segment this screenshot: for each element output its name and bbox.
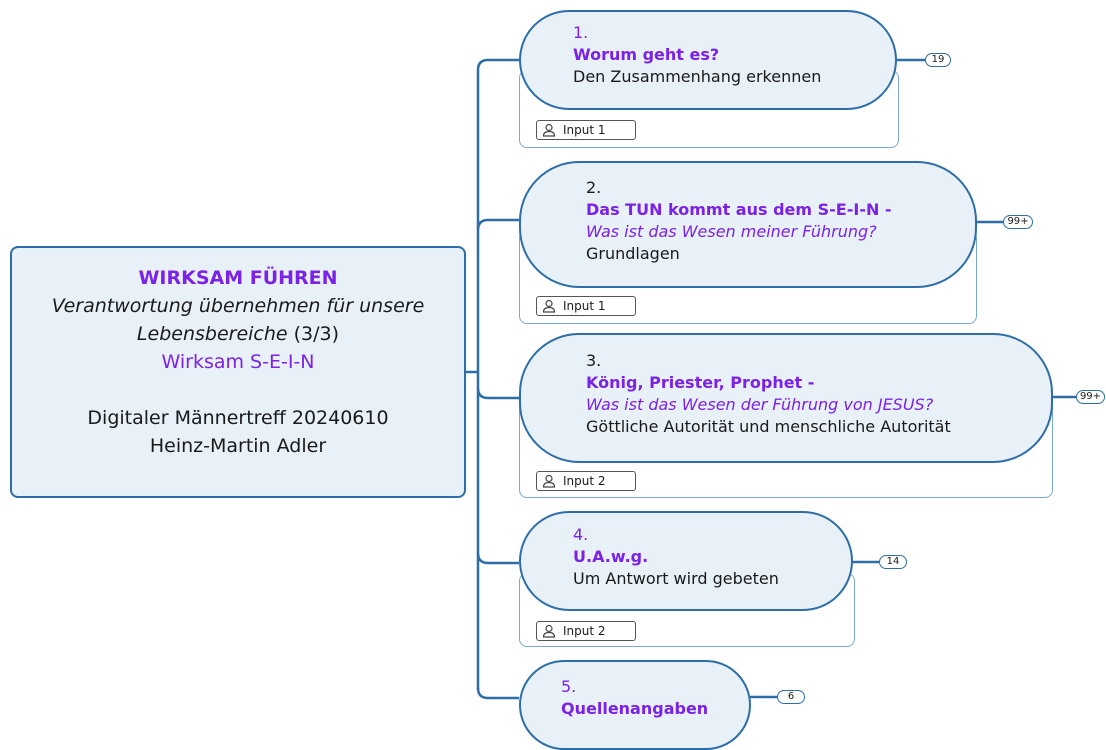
topic-description: Um Antwort wird gebeten [573, 569, 779, 588]
topic-title: Worum geht es? [573, 45, 720, 64]
topic-number: 3. [586, 351, 602, 370]
topic-count: 6 [787, 691, 795, 702]
input-tag-label: Input 2 [563, 624, 606, 638]
topic-number: 4. [573, 525, 589, 544]
input-tag[interactable]: Input 1 [536, 296, 636, 316]
person-icon [542, 474, 556, 488]
topic-question: Was ist das Wesen meiner Führung? [586, 222, 877, 241]
topic-node-2[interactable]: 2. Das TUN kommt aus dem S-E-I-N - Was i… [519, 161, 977, 288]
topic-count: 99+ [1079, 391, 1102, 402]
central-topic[interactable]: WIRKSAM FÜHREN Verantwortung übernehmen … [10, 246, 466, 498]
central-author: Heinz-Martin Adler [149, 435, 327, 457]
topic-node-4[interactable]: 4. U.A.w.g. Um Antwort wird gebeten [519, 511, 853, 611]
topic-question: Was ist das Wesen der Führung von JESUS? [586, 395, 934, 414]
central-sein: Wirksam S-E-I-N [161, 351, 315, 373]
topic-count-badge[interactable]: 19 [925, 53, 951, 67]
connector-lines [466, 58, 1078, 700]
topic-count-badge[interactable]: 14 [879, 555, 907, 569]
topic-count-badge[interactable]: 99+ [1076, 390, 1105, 404]
topic-node-3[interactable]: 3. König, Priester, Prophet - Was ist da… [519, 333, 1053, 463]
input-tag-label: Input 1 [563, 123, 606, 137]
topic-count: 99+ [1007, 216, 1029, 227]
person-icon [542, 624, 556, 638]
person-icon [542, 299, 556, 313]
topic-title: Quellenangaben [561, 699, 709, 718]
topic-count: 19 [931, 54, 945, 65]
topic-title: Das TUN kommt aus dem S-E-I-N - [586, 200, 892, 219]
input-tag-label: Input 1 [563, 299, 606, 313]
topic-title: U.A.w.g. [573, 547, 649, 566]
input-tag[interactable]: Input 2 [536, 471, 636, 491]
topic-description: Göttliche Autorität und menschliche Auto… [586, 417, 951, 436]
central-title: WIRKSAM FÜHREN [138, 267, 338, 289]
topic-number: 1. [573, 23, 589, 42]
input-tag[interactable]: Input 2 [536, 621, 636, 641]
topic-count-badge[interactable]: 99+ [1003, 215, 1033, 229]
central-event: Digitaler Männertreff 20240610 [87, 407, 389, 429]
input-tag[interactable]: Input 1 [536, 120, 636, 140]
topic-number: 2. [586, 178, 602, 197]
topic-description: Den Zusammenhang erkennen [573, 67, 822, 86]
topic-number: 5. [561, 677, 577, 696]
person-icon [542, 123, 556, 137]
topic-title: König, Priester, Prophet - [586, 373, 815, 392]
central-subtitle-line1: Verantwortung übernehmen für unsere [51, 295, 425, 317]
topic-node-1[interactable]: 1. Worum geht es? Den Zusammenhang erken… [519, 10, 897, 110]
topic-description: Grundlagen [586, 244, 680, 263]
topic-node-5[interactable]: 5. Quellenangaben [519, 660, 751, 750]
input-tag-label: Input 2 [563, 474, 606, 488]
topic-count-badge[interactable]: 6 [777, 690, 805, 704]
central-subtitle-line2: Lebensbereiche (3/3) [136, 323, 340, 345]
topic-count: 14 [886, 556, 900, 567]
